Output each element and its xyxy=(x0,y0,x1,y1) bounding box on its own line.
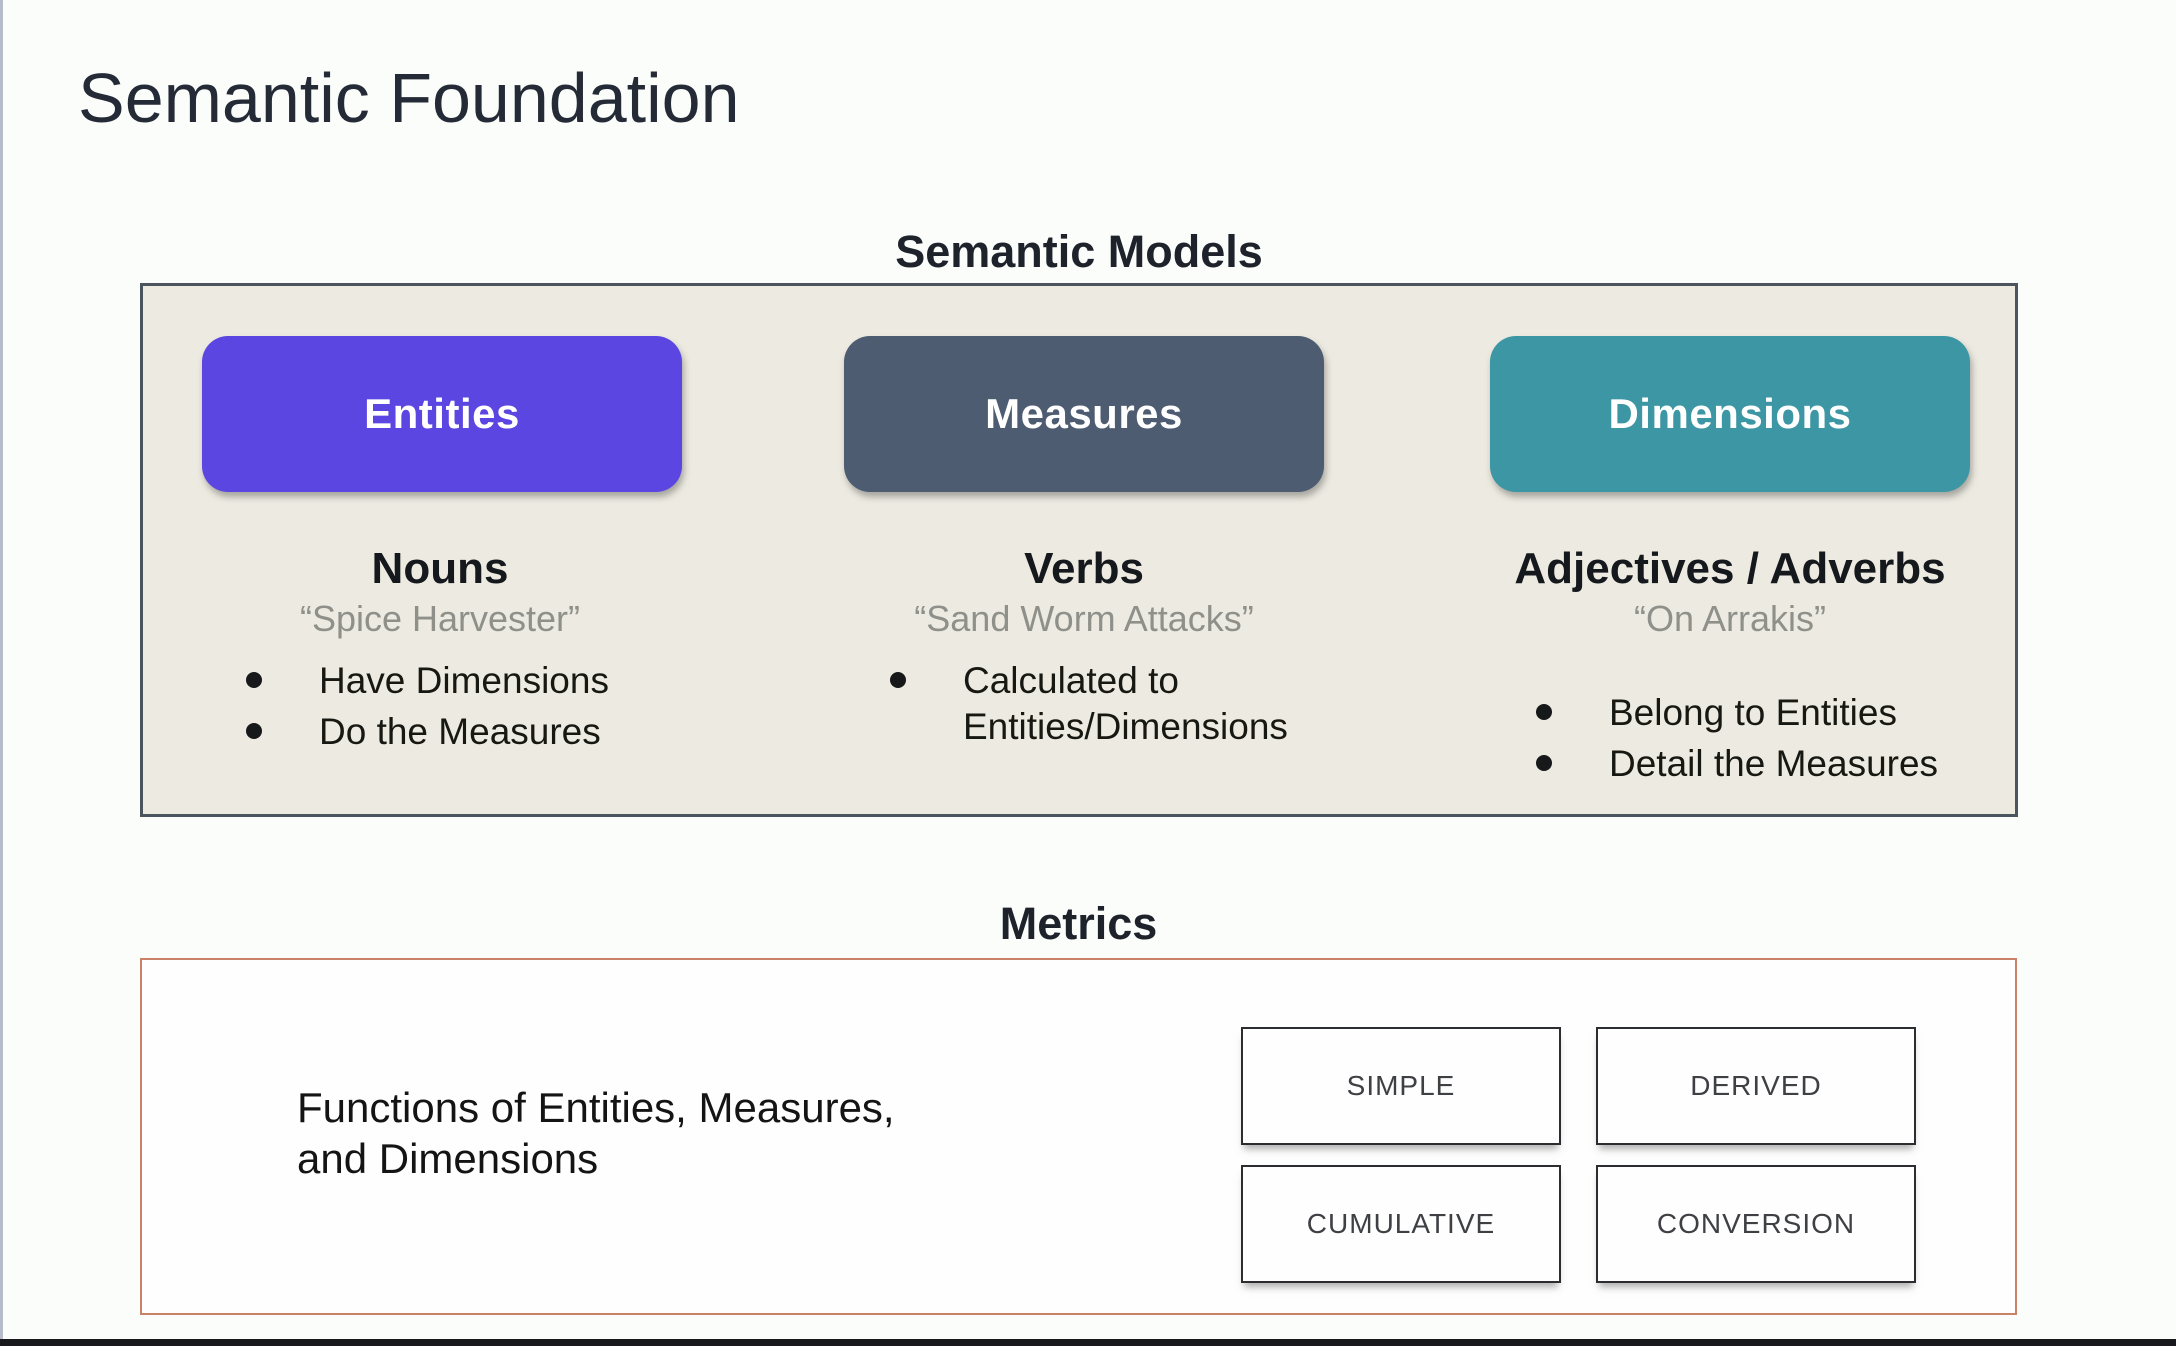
dimensions-example: “On Arrakis” xyxy=(1633,598,1827,639)
window-bottom-edge xyxy=(0,1339,2176,1346)
entities-column: Nouns “Spice Harvester” Have Dimensions … xyxy=(140,286,740,814)
entities-box: Entities xyxy=(202,336,682,492)
bullet-icon xyxy=(246,672,262,688)
bullet-icon xyxy=(1536,704,1552,720)
semantic-models-panel: Entities Measures Dimensions Nouns “Spic… xyxy=(140,283,2018,817)
bullet-icon xyxy=(246,723,262,739)
bullet-icon xyxy=(890,672,906,688)
entities-bullet-list: Have Dimensions Do the Measures xyxy=(246,658,609,760)
measures-bullet-list: Calculated to Entities/Dimensions xyxy=(890,658,1384,755)
measures-box-label: Measures xyxy=(985,390,1183,437)
list-item: Detail the Measures xyxy=(1536,741,1938,787)
measures-box: Measures xyxy=(844,336,1324,492)
measures-category: Verbs xyxy=(1024,544,1144,593)
list-item: Calculated to Entities/Dimensions xyxy=(890,658,1384,750)
dimensions-column: Adjectives / Adverbs “On Arrakis” Belong… xyxy=(1430,286,2030,814)
metrics-description: Functions of Entities, Measures, and Dim… xyxy=(297,1084,895,1182)
dimensions-category: Adjectives / Adverbs xyxy=(1514,544,1946,593)
entities-category: Nouns xyxy=(371,544,509,593)
dimensions-bullet-list: Belong to Entities Detail the Measures xyxy=(1536,690,1938,792)
dimensions-box: Dimensions xyxy=(1490,336,1970,492)
bullet-icon xyxy=(1536,755,1552,771)
entities-example: “Spice Harvester” xyxy=(299,598,581,639)
metric-type-simple: SIMPLE xyxy=(1241,1027,1561,1145)
measures-column: Verbs “Sand Worm Attacks” Calculated to … xyxy=(784,286,1384,814)
measures-example: “Sand Worm Attacks” xyxy=(914,598,1254,639)
metrics-heading: Metrics xyxy=(999,898,1158,949)
window-left-edge xyxy=(0,0,3,1346)
dimensions-box-label: Dimensions xyxy=(1608,390,1852,437)
list-item: Have Dimensions xyxy=(246,658,609,704)
metric-type-conversion: CONVERSION xyxy=(1596,1165,1916,1283)
entities-box-label: Entities xyxy=(364,390,520,437)
metric-type-derived: DERIVED xyxy=(1596,1027,1916,1145)
list-item: Belong to Entities xyxy=(1536,690,1938,736)
semantic-models-heading: Semantic Models xyxy=(895,226,1263,277)
metrics-panel: Functions of Entities, Measures, and Dim… xyxy=(140,958,2017,1315)
slide-title: Semantic Foundation xyxy=(78,59,740,137)
list-item: Do the Measures xyxy=(246,709,609,755)
metric-type-cumulative: CUMULATIVE xyxy=(1241,1165,1561,1283)
